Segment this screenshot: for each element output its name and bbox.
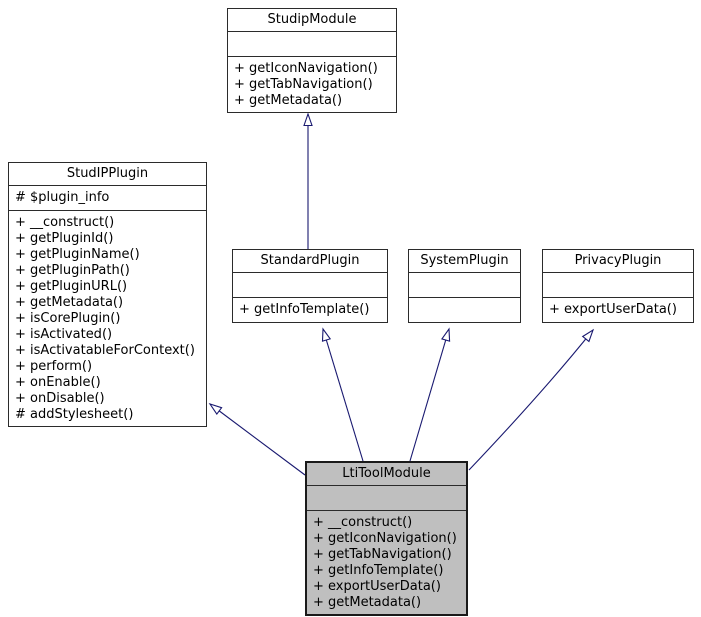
arrow-ltitoolmodule-to-studipplugin [208,402,306,476]
class-title: LtiToolModule [307,463,466,486]
member-line: + getInfoTemplate() [313,563,444,578]
member-line: + onEnable() [15,375,101,390]
arrow-ltitoolmodule-to-systemplugin [409,327,451,462]
member-line: + __construct() [313,515,413,530]
class-title: SystemPlugin [409,250,520,273]
member-line: + onDisable() [15,391,105,406]
class-attributes: # $plugin_info [9,186,206,211]
member-line: + getMetadata() [234,93,343,108]
class-methods: + getInfoTemplate() [233,298,387,322]
class-node-studipplugin[interactable]: StudIPPlugin # $plugin_info + __construc… [8,162,207,427]
member-line: + perform() [15,359,93,374]
class-title: StudIPPlugin [9,163,206,186]
member-line: + getMetadata() [15,295,124,310]
class-methods: + __construct()+ getIconNavigation()+ ge… [307,511,466,614]
member-line: + getPluginURL() [15,279,128,294]
member-line: + getTabNavigation() [313,547,452,562]
member-line: + getPluginPath() [15,263,130,278]
member-line: + getInfoTemplate() [239,302,370,317]
class-node-ltitoolmodule[interactable]: LtiToolModule + __construct()+ getIconNa… [305,461,468,616]
class-attributes [228,32,396,57]
class-attributes [233,273,387,298]
class-title: StudipModule [228,9,396,32]
member-line: + getMetadata() [313,595,422,610]
class-node-systemplugin[interactable]: SystemPlugin [408,249,521,323]
class-node-privacyplugin[interactable]: PrivacyPlugin + exportUserData() [542,249,694,323]
member-line: + getPluginId() [15,231,114,246]
arrow-ltitoolmodule-to-standardplugin [321,327,364,462]
member-line: + __construct() [15,215,115,230]
class-methods: + __construct()+ getPluginId()+ getPlugi… [9,211,206,426]
member-line: # addStylesheet() [15,407,134,422]
class-methods: + getIconNavigation()+ getTabNavigation(… [228,57,396,112]
class-attributes [307,486,466,511]
member-line: + isCorePlugin() [15,311,121,326]
class-attributes [409,273,520,298]
member-line: + getTabNavigation() [234,77,373,92]
member-line: # $plugin_info [15,190,110,205]
class-methods [409,298,520,322]
member-line: + exportUserData() [313,579,441,594]
arrow-ltitoolmodule-to-privacyplugin [468,328,595,471]
member-line: + getPluginName() [15,247,140,262]
class-node-studipmodule[interactable]: StudipModule + getIconNavigation()+ getT… [227,8,397,113]
class-title: PrivacyPlugin [543,250,693,273]
member-line: + exportUserData() [549,302,677,317]
class-node-standardplugin[interactable]: StandardPlugin + getInfoTemplate() [232,249,388,323]
member-line: + getIconNavigation() [234,61,378,76]
class-methods: + exportUserData() [543,298,693,322]
class-attributes [543,273,693,298]
member-line: + isActivatableForContext() [15,343,195,358]
member-line: + getIconNavigation() [313,531,457,546]
class-title: StandardPlugin [233,250,387,273]
member-line: + isActivated() [15,327,113,342]
